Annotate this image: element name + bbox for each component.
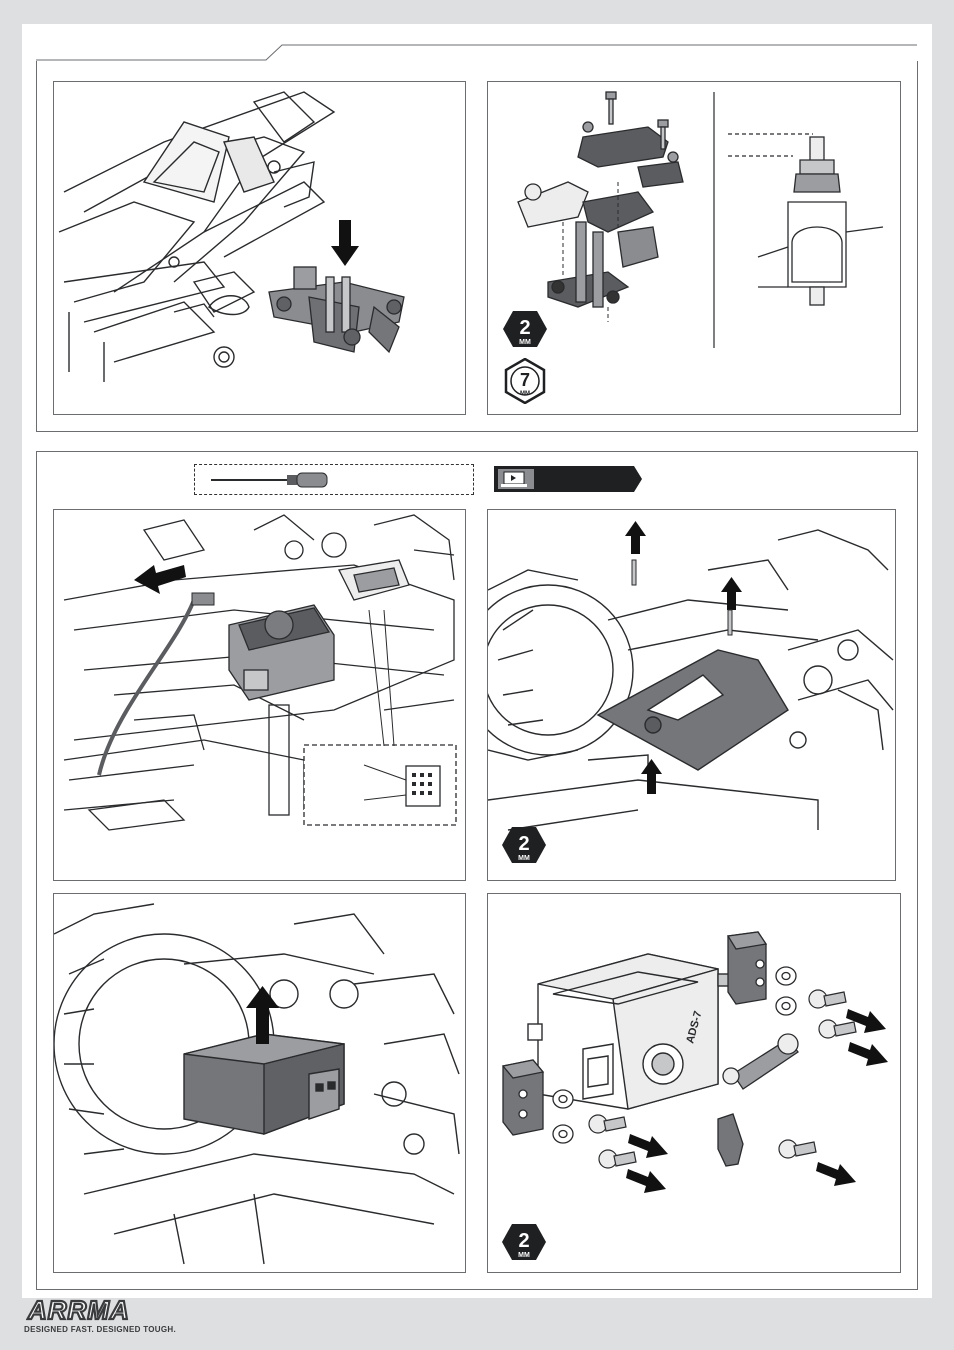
esc-wiring-illustration <box>54 510 466 881</box>
panel-servo-saver-exploded: 2 MM 7 MM <box>487 81 901 415</box>
left-arrow-icon <box>134 565 186 594</box>
nut-detail-illustration <box>728 134 883 305</box>
servo-installed <box>184 1034 344 1134</box>
tool-size-number: 7 <box>520 370 530 390</box>
hex-2mm-icon: 2 MM <box>501 1223 547 1261</box>
tool-size-unit: MM <box>520 391 530 397</box>
panel-steering-install <box>53 81 466 415</box>
panel-remove-cover: 2 MM <box>487 509 896 881</box>
panel-servo-disassembly: ADS-7 <box>487 893 901 1273</box>
servo-body: ADS-7 <box>528 954 730 1109</box>
section-top-tab <box>36 44 918 61</box>
panel-remove-servo <box>53 893 466 1273</box>
arrma-logo: ARRMA <box>26 1296 166 1324</box>
chassis-front-illustration <box>54 82 466 415</box>
tool-size-unit: MM <box>519 339 531 346</box>
steering-assembly <box>269 267 404 352</box>
nut-7mm-icon: 7 MM <box>502 358 548 404</box>
tool-size-number: 2 <box>518 833 529 855</box>
hex-2mm-icon: 2 MM <box>502 310 548 348</box>
hex-2mm-icon: 2 MM <box>501 826 547 864</box>
tool-size-unit: MM <box>518 1252 530 1259</box>
screwdriver-icon <box>195 465 473 493</box>
servo-saver-exploded-illustration <box>488 82 901 415</box>
esc-unit <box>229 560 409 700</box>
chassis-brace-cover <box>598 650 788 770</box>
video-laptop-icon <box>501 472 527 487</box>
remove-cover-illustration <box>488 510 896 881</box>
svg-text:ARRMA: ARRMA <box>27 1296 130 1324</box>
remove-servo-illustration <box>54 894 466 1273</box>
brand-tagline: DESIGNED FAST. DESIGNED TOUGH. <box>24 1325 176 1334</box>
tool-size-number: 2 <box>518 1230 529 1252</box>
panel-esc-wiring <box>53 509 466 881</box>
down-arrow-icon <box>331 220 359 266</box>
tool-hint-box <box>194 464 474 495</box>
video-link-banner[interactable] <box>494 464 644 494</box>
servo-disassembly-illustration: ADS-7 <box>488 894 901 1273</box>
tool-size-number: 2 <box>519 317 530 339</box>
tool-size-unit: MM <box>518 855 530 862</box>
